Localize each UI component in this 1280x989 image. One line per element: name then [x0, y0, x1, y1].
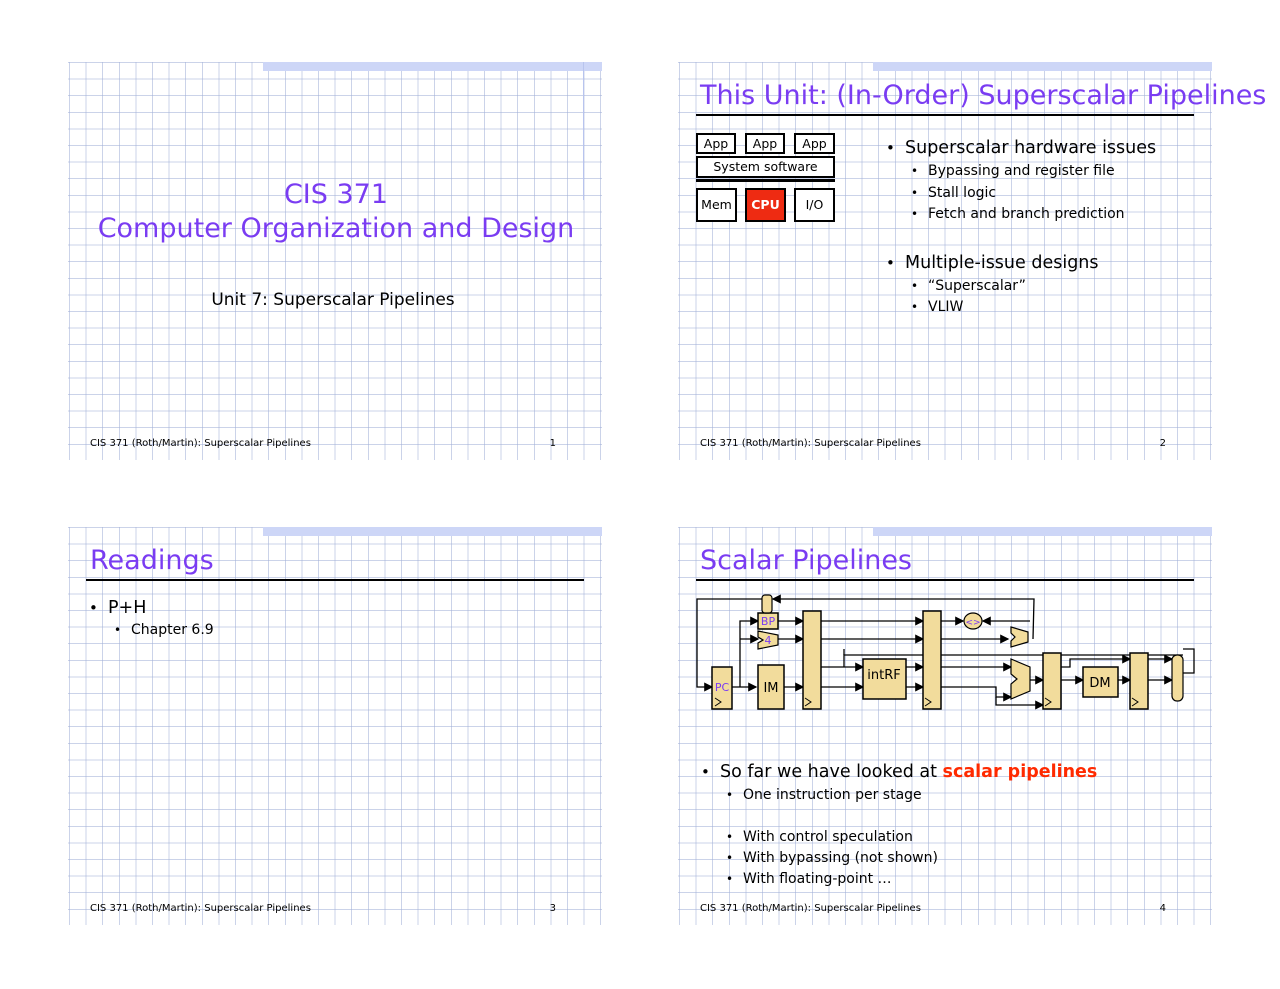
- title-underline: [86, 579, 584, 581]
- bullet-item: Stall logic: [883, 183, 1156, 205]
- slide-footer: CIS 371 (Roth/Martin): Superscalar Pipel…: [700, 903, 921, 914]
- title-vertical-rule: [583, 62, 584, 200]
- stack-divider: [696, 179, 835, 182]
- bullet-item: With bypassing (not shown): [698, 848, 1097, 869]
- pc-register: [711, 666, 733, 710]
- page-number: 1: [549, 438, 556, 449]
- bullet-item: VLIW: [883, 297, 1156, 319]
- slide-title: Scalar Pipelines: [700, 545, 912, 576]
- slide-title: This Unit: (In-Order) Superscalar Pipeli…: [700, 80, 1267, 111]
- register-file: [862, 658, 907, 700]
- unit-subtitle: Unit 7: Superscalar Pipelines: [211, 290, 455, 310]
- io-box: I/O: [794, 188, 835, 222]
- slide-footer: CIS 371 (Roth/Martin): Superscalar Pipel…: [90, 903, 311, 914]
- bullet-item: With floating-point …: [698, 869, 1097, 890]
- app-box: App: [745, 133, 785, 154]
- cmp-label: <>: [965, 618, 980, 628]
- title-underline: [696, 114, 1194, 116]
- bullet-list: P+H Chapter 6.9: [86, 596, 214, 641]
- course-name: Computer Organization and Design: [97, 213, 575, 244]
- dm-label: DM: [1089, 676, 1110, 691]
- app-box: App: [696, 133, 736, 154]
- page-number: 4: [1159, 903, 1166, 914]
- slide-title: Readings: [90, 545, 214, 576]
- page-number: 2: [1159, 438, 1166, 449]
- writeback-wire: [1183, 648, 1195, 674]
- bullet-item: Bypassing and register file: [883, 161, 1156, 183]
- alu: [1010, 658, 1031, 700]
- slide-4: Scalar Pipelines: [678, 527, 1212, 925]
- pc-label: PC: [715, 681, 730, 694]
- data-memory: [1082, 666, 1119, 698]
- bullet-item: P+H: [86, 596, 214, 620]
- memory-writeback-latch: [1129, 652, 1149, 710]
- store-data-wire: [995, 697, 1045, 710]
- latch2-to-alu-wire: [941, 686, 1013, 702]
- writeback-mux: [1171, 654, 1184, 702]
- mem-box: Mem: [696, 188, 737, 222]
- course-number: CIS 371: [283, 179, 389, 210]
- branch-comparator: [963, 612, 983, 630]
- rf-label: intRF: [867, 668, 900, 683]
- bullet-list: So far we have looked at scalar pipeline…: [698, 760, 1097, 890]
- pc-to-bp-wire: [739, 616, 760, 687]
- slide-footer: CIS 371 (Roth/Martin): Superscalar Pipel…: [700, 438, 921, 449]
- execute-memory-latch: [1042, 652, 1062, 710]
- slide-3: Readings P+H Chapter 6.9 CIS 371 (Roth/M…: [68, 527, 602, 925]
- page-number: 3: [549, 903, 556, 914]
- bullet-item: Multiple-issue designs: [883, 251, 1156, 276]
- decode-execute-latch: [922, 610, 942, 710]
- four-label: 4: [765, 634, 772, 647]
- bullet-item: So far we have looked at scalar pipeline…: [698, 760, 1097, 785]
- bullet-list: Superscalar hardware issues Bypassing an…: [883, 136, 1156, 319]
- bullet-item: With control speculation: [698, 827, 1097, 848]
- bullet-item: Superscalar hardware issues: [883, 136, 1156, 161]
- pipeline-diagram: PC BP 4 IM intRF <> DM: [696, 594, 1195, 710]
- system-software-box: System software: [696, 156, 835, 178]
- slide-top-bar: [263, 527, 602, 536]
- slide-2: This Unit: (In-Order) Superscalar Pipeli…: [678, 62, 1266, 460]
- dm-bypass-wire: [1061, 654, 1132, 668]
- bullet-text: So far we have looked at: [720, 762, 943, 782]
- bullet-item: One instruction per stage: [698, 785, 1097, 806]
- slide-top-bar: [873, 62, 1212, 71]
- target-feedback-wire: [771, 594, 1035, 640]
- instruction-memory: [757, 664, 785, 710]
- course-title: CIS 371 Computer Organization and Design: [68, 178, 604, 246]
- cpu-box: CPU: [745, 188, 786, 222]
- slide-top-bar: [873, 527, 1212, 536]
- highlighted-term: scalar pipelines: [942, 762, 1098, 782]
- bp-label: BP: [761, 615, 776, 628]
- title-underline: [696, 579, 1194, 581]
- im-label: IM: [763, 681, 778, 696]
- app-box: App: [794, 133, 835, 154]
- bullet-item: Fetch and branch prediction: [883, 204, 1156, 226]
- bullet-item: Chapter 6.9: [86, 620, 214, 641]
- slide-top-bar: [263, 62, 602, 71]
- pc-adder: [757, 630, 779, 650]
- slide-footer: CIS 371 (Roth/Martin): Superscalar Pipel…: [90, 438, 311, 449]
- fetch-decode-latch: [802, 610, 822, 710]
- bullet-item: “Superscalar”: [883, 276, 1156, 298]
- branch-target-adder: [1010, 626, 1029, 648]
- slide-1: CIS 371 Computer Organization and Design…: [68, 62, 602, 460]
